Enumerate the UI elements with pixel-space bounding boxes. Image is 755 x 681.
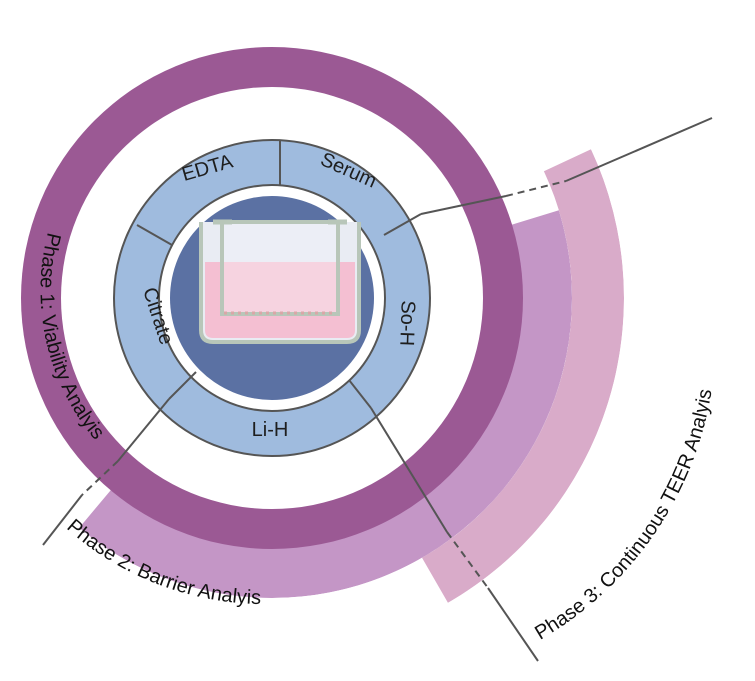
phase-2-band xyxy=(79,210,572,598)
divider-soh-lih xyxy=(348,379,372,409)
divider-citrate-edta xyxy=(136,224,173,246)
connector-p2-right xyxy=(420,195,507,215)
connector-p3-right xyxy=(565,117,713,182)
segment-label-soh: So-H xyxy=(395,300,419,346)
connector-p2-right-dash xyxy=(505,180,567,197)
divider-serum-soh xyxy=(383,213,422,236)
phase-connectors xyxy=(42,117,713,662)
connector-p2-left-dash xyxy=(81,460,119,496)
connector-p2-left-outer xyxy=(42,494,83,546)
segment-label-lih: Li-H xyxy=(252,419,289,441)
transwell-insert-icon xyxy=(199,219,361,344)
insert-media xyxy=(224,262,336,312)
connector-p2-left-inner xyxy=(117,398,170,462)
segment-dividers xyxy=(136,140,422,409)
divider-lih-citrate xyxy=(168,371,197,400)
phase-3-band xyxy=(422,149,624,603)
connector-p3-lower xyxy=(370,407,448,533)
connector-p3-lower-end xyxy=(487,587,539,662)
